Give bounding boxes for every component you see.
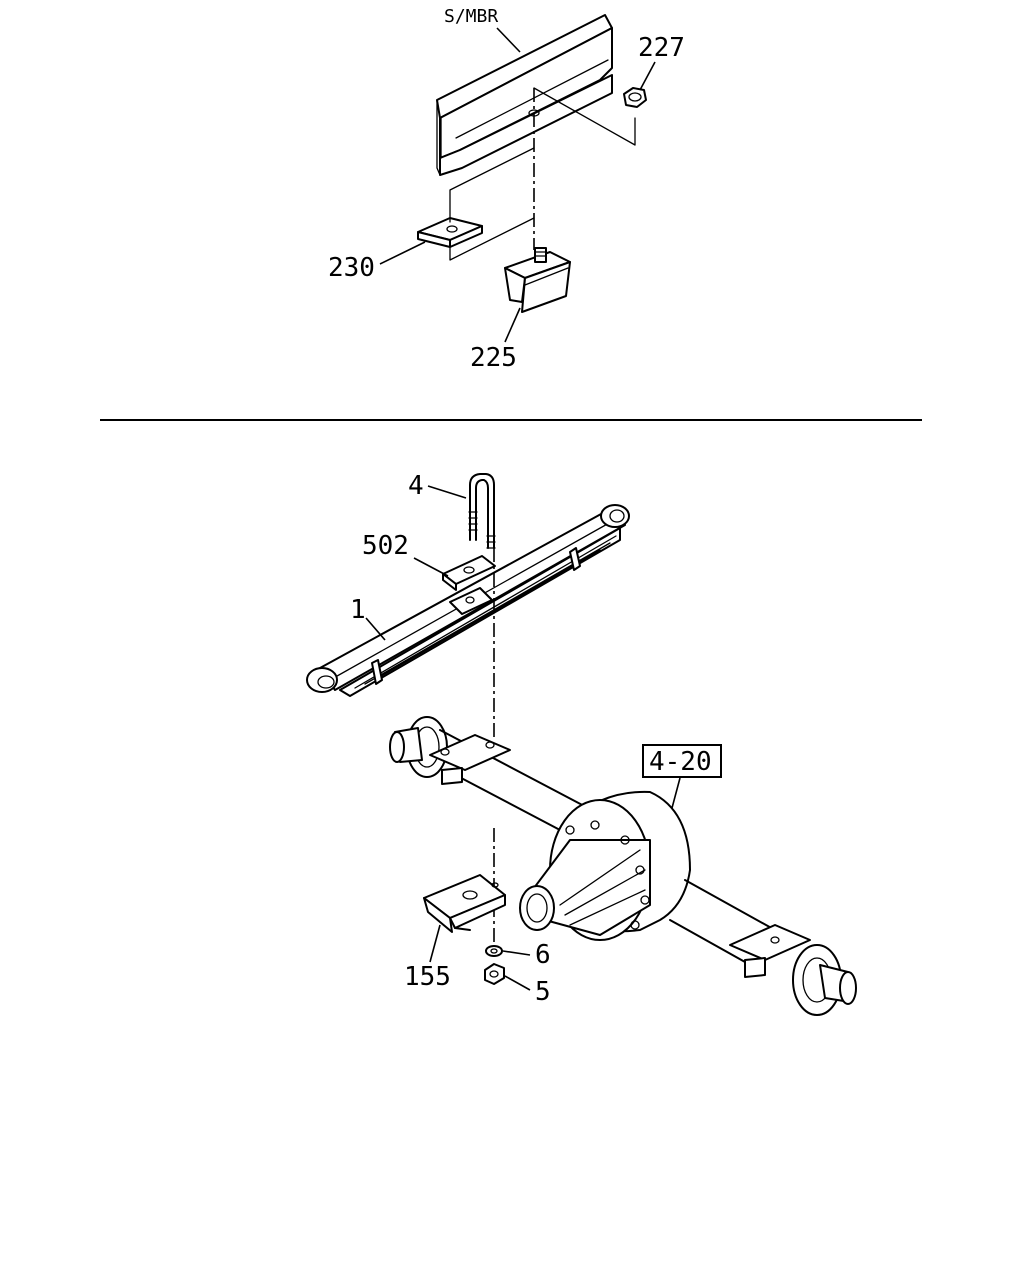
nut-227-icon	[623, 87, 647, 108]
label-230: 230	[328, 253, 375, 283]
u-bolt-4-icon	[468, 473, 496, 549]
label-6: 6	[535, 940, 551, 970]
washer-6-icon	[485, 945, 503, 957]
label-155: 155	[404, 962, 451, 992]
side-member	[436, 14, 613, 176]
axle-housing-icon	[389, 716, 857, 1016]
nut-5-icon	[484, 963, 505, 985]
bumper-225-icon	[504, 247, 571, 313]
leaf-spring-1-icon	[306, 504, 630, 697]
label-side-member: S/MBR	[444, 6, 498, 27]
axle-ref-box	[642, 744, 722, 778]
label-4: 4	[408, 471, 424, 501]
label-5: 5	[535, 977, 551, 1007]
label-225: 225	[470, 343, 517, 373]
label-4-20: 4-20	[649, 747, 712, 777]
label-227: 227	[638, 33, 685, 63]
seat-502-icon	[442, 555, 496, 591]
label-1: 1	[350, 595, 366, 625]
bracket-155-icon	[423, 874, 506, 933]
label-502: 502	[362, 531, 409, 561]
plate-230-icon	[417, 217, 483, 248]
